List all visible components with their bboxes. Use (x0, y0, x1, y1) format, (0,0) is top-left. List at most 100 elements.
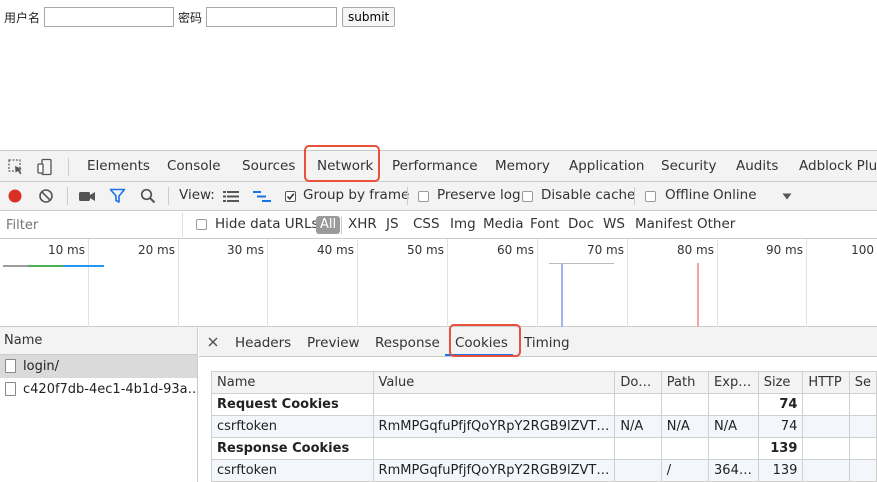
document-icon (5, 359, 16, 373)
column-header-expires[interactable]: Exp… (708, 371, 759, 394)
tab-cookies[interactable]: Cookies (455, 335, 508, 351)
username-input[interactable] (44, 7, 175, 27)
type-filter-img[interactable]: Img (450, 216, 476, 232)
cookie-row[interactable]: csrftoken RmMPGqfuPfjfQoYRpY2RGB9lZVT… N… (211, 415, 877, 438)
grid-line (267, 239, 268, 327)
password-label: 密码 (178, 10, 203, 25)
record-icon[interactable] (7, 188, 23, 204)
cookie-secure (848, 415, 877, 438)
type-filter-css[interactable]: CSS (413, 216, 440, 232)
grid-line (806, 239, 807, 327)
grid-line (447, 239, 448, 327)
group-label: Request Cookies (211, 393, 374, 416)
timeline-tick: 80 ms (676, 243, 714, 257)
type-filter-doc[interactable]: Doc (568, 216, 595, 232)
view-label: View: (179, 187, 215, 203)
column-header-size[interactable]: Size (757, 371, 804, 394)
type-filter-all[interactable]: All (316, 216, 341, 234)
cookie-size: 139 (757, 459, 804, 482)
login-form: 用户名 密码 submit (4, 7, 396, 27)
column-header-http[interactable]: HTTP (802, 371, 850, 394)
tab-performance[interactable]: Performance (392, 158, 478, 174)
disable-cache-checkbox[interactable] (522, 191, 533, 202)
preserve-log-label: Preserve log (437, 187, 521, 203)
tab-application[interactable]: Application (569, 158, 645, 174)
offline-checkbox[interactable] (645, 191, 656, 202)
toolbar-divider (634, 187, 635, 205)
dropdown-arrow-icon[interactable] (782, 193, 792, 200)
group-by-frame-checkbox[interactable] (285, 191, 296, 202)
large-rows-icon[interactable] (223, 190, 239, 203)
type-filter-font[interactable]: Font (530, 216, 560, 232)
column-header-secure[interactable]: Se (848, 371, 877, 394)
waterfall-overview-icon[interactable] (253, 190, 271, 203)
throttling-select[interactable]: Online (713, 187, 757, 203)
tab-sources[interactable]: Sources (242, 158, 296, 174)
document-icon (5, 382, 16, 396)
preserve-log-checkbox[interactable] (418, 191, 429, 202)
group-by-frame-label: Group by frame (303, 187, 410, 203)
load-event-line (697, 263, 699, 327)
tab-elements[interactable]: Elements (87, 158, 150, 174)
checkmark-icon (286, 193, 295, 201)
tab-timing[interactable]: Timing (524, 335, 570, 351)
tab-network[interactable]: Network (317, 158, 374, 174)
column-header-domain[interactable]: Do… (614, 371, 662, 394)
tab-adblock-plus[interactable]: Adblock Plus (799, 158, 877, 174)
hide-data-urls-checkbox[interactable] (196, 219, 207, 230)
column-header-value[interactable]: Value (372, 371, 616, 394)
timeline-tick: 10 ms (47, 243, 85, 257)
submit-button[interactable]: submit (342, 7, 396, 27)
cookies-tab-highlight (449, 324, 521, 357)
timeline-tick: 30 ms (226, 243, 264, 257)
clear-icon[interactable] (38, 188, 54, 204)
network-overview[interactable]: 10 ms 20 ms 30 ms 40 ms 50 ms 60 ms 70 m… (0, 239, 877, 327)
timeline-tick: 70 ms (586, 243, 624, 257)
grid-line (357, 239, 358, 327)
toolbar-divider (407, 187, 408, 205)
group-size: 74 (757, 393, 804, 416)
type-filter-other[interactable]: Other (697, 216, 736, 232)
request-name: c420f7db-4ec1-4b1d-93a… (23, 382, 197, 397)
tab-response[interactable]: Response (375, 335, 440, 351)
type-filter-xhr[interactable]: XHR (348, 216, 377, 232)
type-filter-media[interactable]: Media (483, 216, 524, 232)
cookie-row[interactable]: csrftoken RmMPGqfuPfjfQoYRpY2RGB9lZVT… /… (211, 459, 877, 482)
inspect-element-icon[interactable] (7, 158, 25, 176)
tab-console[interactable]: Console (167, 158, 221, 174)
column-header-name[interactable]: Name (211, 371, 374, 394)
toolbar-divider (168, 187, 169, 205)
cookie-path: N/A (660, 415, 710, 438)
tab-security[interactable]: Security (661, 158, 717, 174)
tab-audits[interactable]: Audits (736, 158, 779, 174)
type-filter-ws[interactable]: WS (603, 216, 625, 232)
dom-content-loaded-line (561, 263, 563, 327)
offline-label: Offline (665, 187, 710, 203)
request-timing-bar (549, 263, 614, 264)
filter-icon[interactable] (109, 188, 126, 204)
request-row[interactable]: login/ (0, 355, 197, 378)
cookies-header-row: Name Value Do… Path Exp… Size HTTP Se (211, 371, 877, 394)
tab-headers[interactable]: Headers (235, 335, 292, 351)
search-icon[interactable] (140, 188, 156, 204)
type-filter-manifest[interactable]: Manifest (635, 216, 693, 232)
device-toolbar-icon[interactable] (36, 158, 54, 176)
username-label: 用户名 (4, 10, 41, 25)
request-row[interactable]: c420f7db-4ec1-4b1d-93a… (0, 378, 197, 401)
screenshot-camera-icon[interactable] (78, 189, 96, 203)
cookie-domain (614, 459, 662, 482)
column-header-path[interactable]: Path (660, 371, 710, 394)
group-label: Response Cookies (211, 437, 374, 460)
password-input[interactable] (206, 7, 338, 27)
filter-input[interactable] (0, 213, 183, 237)
cookie-value: RmMPGqfuPfjfQoYRpY2RGB9lZVT… (372, 415, 616, 438)
devtools-panel: Elements Console Sources Network Perform… (0, 145, 877, 482)
request-list-header[interactable]: Name (0, 327, 197, 355)
cookie-secure (848, 459, 877, 482)
cookies-table: Name Value Do… Path Exp… Size HTTP Se Re… (211, 371, 877, 482)
type-filter-js[interactable]: JS (386, 216, 399, 232)
detail-tab-bar: Headers Preview Response Cookies Timing (199, 327, 877, 357)
close-icon[interactable] (208, 337, 218, 347)
tab-preview[interactable]: Preview (307, 335, 360, 351)
tab-memory[interactable]: Memory (495, 158, 550, 174)
